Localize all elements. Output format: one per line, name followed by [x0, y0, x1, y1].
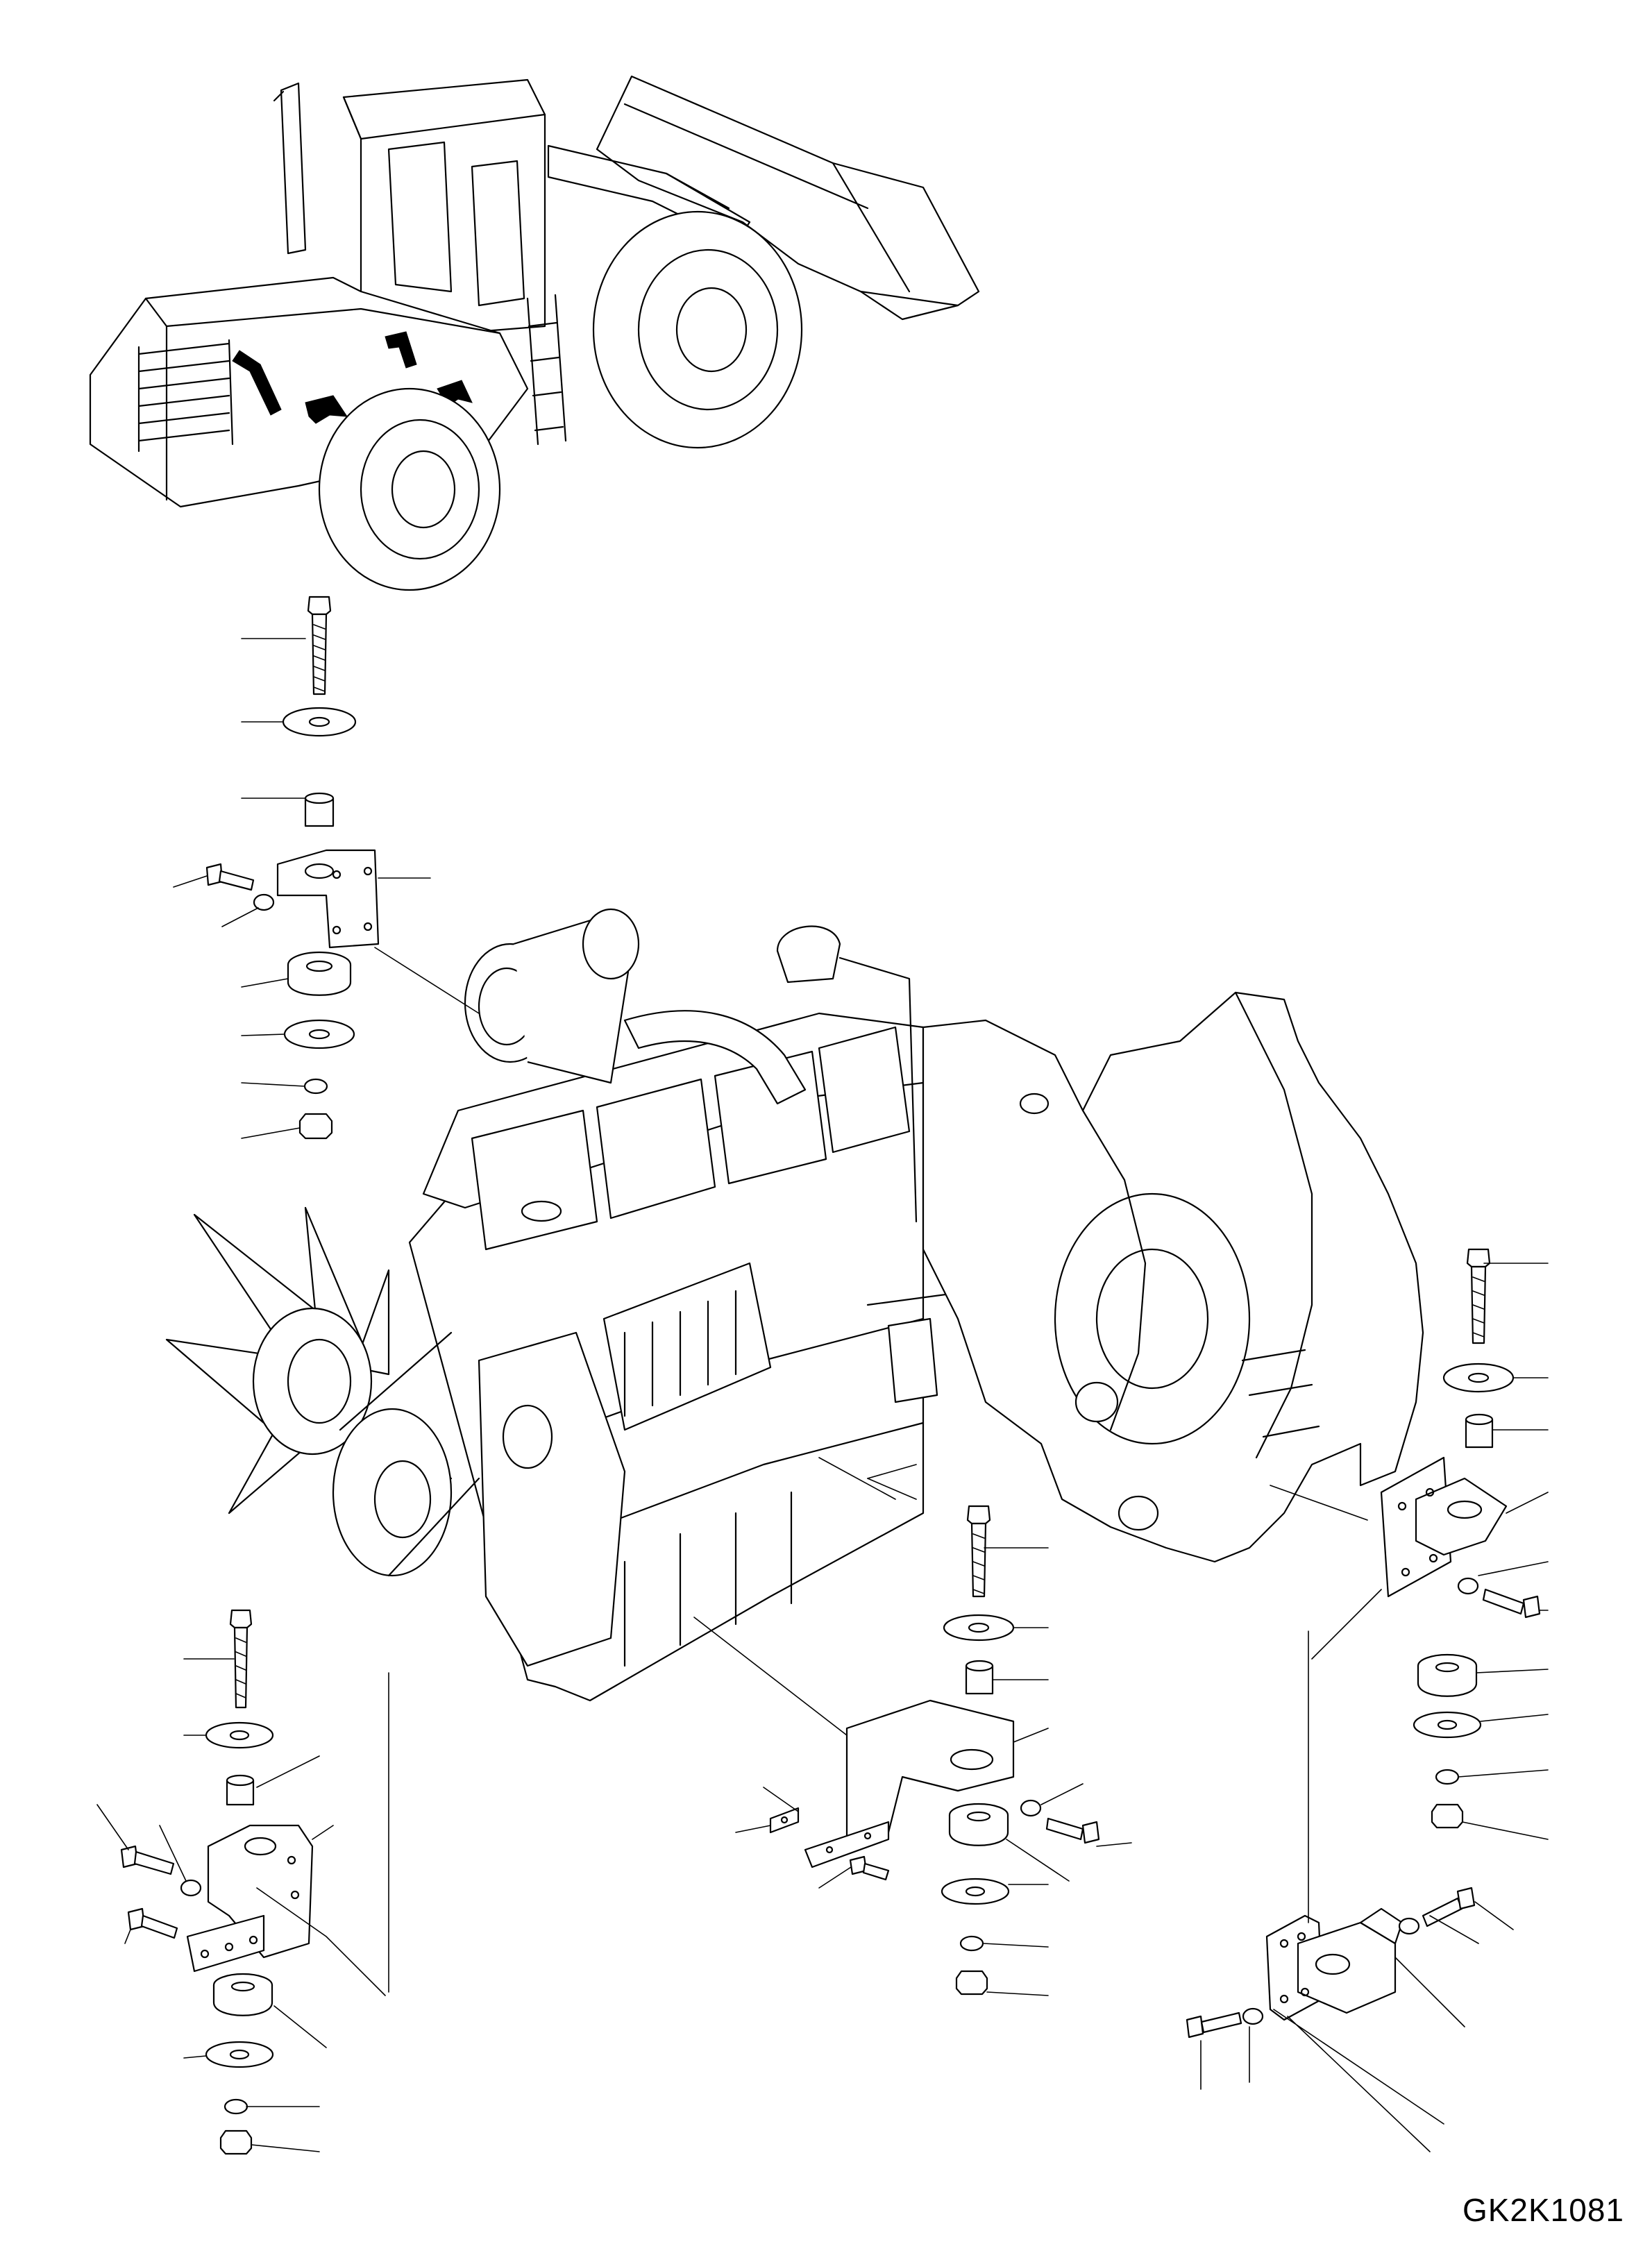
mount-group-left-lower [97, 1610, 389, 2154]
flywheel-housing [923, 993, 1423, 1562]
mount-group-left-upper [174, 597, 479, 1138]
rear-wheel [319, 389, 500, 590]
grille-louvers [139, 340, 233, 451]
wheel-loader-overview [90, 76, 979, 590]
mount-group-right-upper [1270, 1249, 1548, 1839]
cooling-fan [167, 1208, 451, 1513]
mount-group-right-lower [1187, 1631, 1513, 2152]
drawing-code: GK2K1081 [1462, 2192, 1624, 2228]
turbocharger [465, 909, 639, 1083]
mount-group-center [694, 1465, 1131, 1996]
engine-mount-location-arrows [233, 332, 472, 423]
front-wheel [593, 212, 802, 448]
